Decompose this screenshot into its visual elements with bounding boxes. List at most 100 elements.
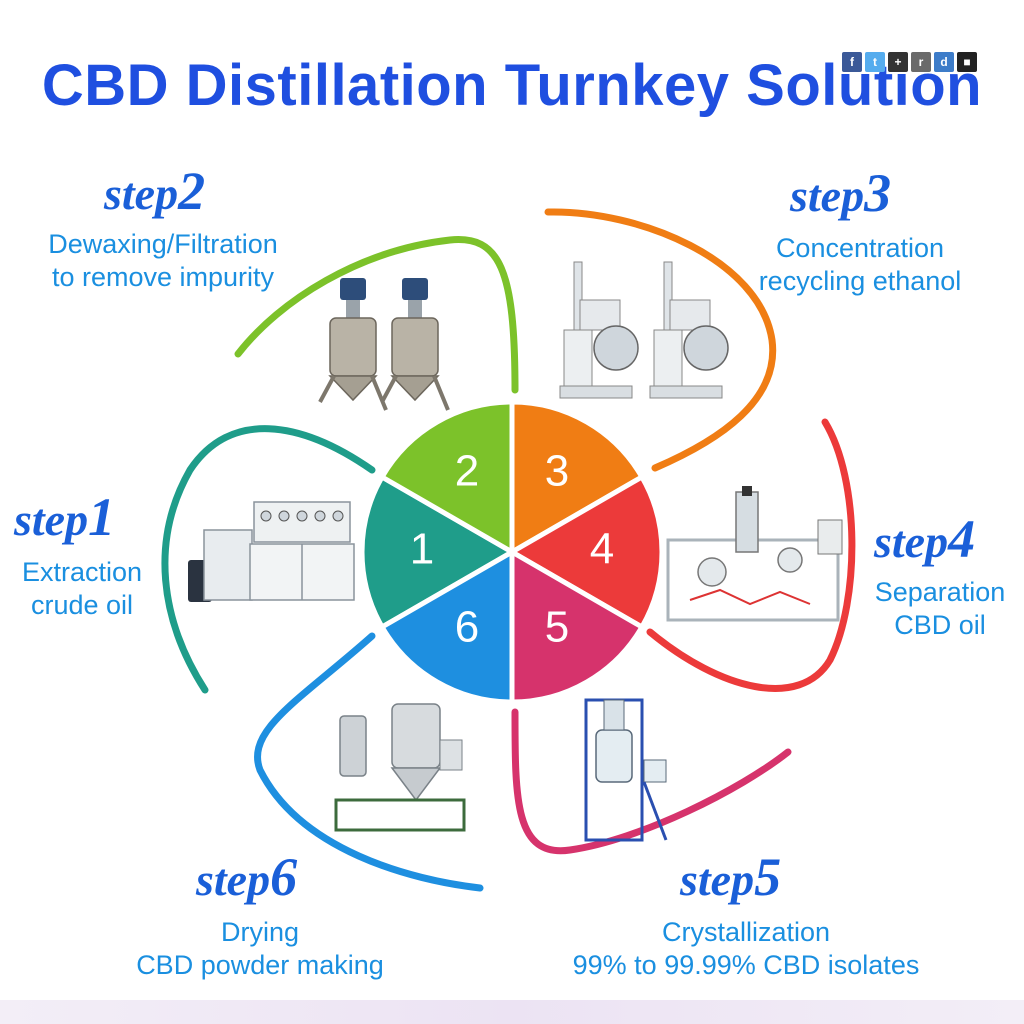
evaporator-flask (593, 325, 639, 371)
evaporator-base (649, 385, 723, 399)
wheel-segment-number-3: 3 (545, 447, 569, 496)
reactor-leg (370, 375, 388, 411)
wheel-segment-2 (378, 399, 515, 557)
step-5-number: 5 (754, 847, 782, 907)
crystallization-condenser (603, 699, 625, 731)
petal-outline-2 (234, 236, 519, 394)
reddit-icon[interactable]: r (911, 52, 931, 72)
spray-dryer (334, 703, 466, 832)
wheel-segment-number-4: 4 (590, 525, 614, 574)
reactor-cone (390, 375, 440, 402)
dryer-chamber (391, 703, 441, 769)
step-6-word: step (196, 854, 271, 905)
distillation-flask (697, 557, 727, 587)
step-4-heading: step4 (874, 508, 975, 570)
step-1-heading: step1 (14, 486, 115, 548)
dryer-cone (390, 767, 442, 802)
wheel-segment-number-1: 1 (410, 525, 434, 574)
wheel-segment-1 (359, 473, 518, 631)
wheel-segment-4 (506, 473, 665, 631)
reactor-leg (318, 375, 336, 403)
petal-outline-1 (161, 425, 376, 694)
delicious-icon[interactable]: ■ (957, 52, 977, 72)
dryer-frame (334, 798, 466, 832)
reactor-leg (380, 375, 398, 403)
distillation-controller (817, 519, 843, 555)
step-4-line-1: Separation (874, 577, 1006, 607)
google-plus-icon[interactable]: + (888, 52, 908, 72)
step-5-word: step (680, 854, 755, 905)
step-1-number: 1 (88, 487, 116, 547)
evaporator-head (579, 299, 621, 331)
step-4-word: step (874, 516, 949, 567)
petal-outline-5 (511, 708, 792, 855)
rotary-evaporator (559, 261, 729, 399)
step-4-description: Separation CBD oil (858, 576, 1022, 642)
step-6-line-1: Drying (220, 917, 300, 947)
evaporator-head (669, 299, 711, 331)
extraction-chiller (203, 529, 253, 601)
crystallization-reactor (584, 698, 668, 842)
crystallization-vessel (595, 729, 633, 783)
step-5-description: Crystallization 99% to 99.99% CBD isolat… (530, 916, 962, 982)
dryer-control-box (439, 739, 463, 771)
wheel-segment-3 (509, 399, 646, 557)
step-2-heading: step2 (104, 160, 205, 222)
reactor-motor (402, 278, 428, 300)
wheel-segment-5 (509, 547, 646, 705)
step-6-line-2: CBD powder making (136, 950, 384, 980)
wheel-segment-number-6: 6 (455, 603, 479, 652)
step-5-heading: step5 (680, 846, 781, 908)
step-1-line-1: Extraction (21, 557, 143, 587)
reactor-shaft (408, 300, 422, 318)
petal-outline-3 (544, 208, 777, 472)
step-6-heading: step6 (196, 846, 297, 908)
reactor-vessel (329, 317, 377, 377)
machine-illustrations (188, 261, 843, 842)
step-5-line-1: Crystallization (661, 917, 831, 947)
step-2-line-1: Dewaxing/Filtration (48, 229, 278, 259)
distillation-flask (777, 547, 803, 573)
digg-icon[interactable]: d (934, 52, 954, 72)
extraction-panel (253, 501, 351, 543)
extraction-gauge (260, 510, 272, 522)
step-2-word: step (104, 168, 179, 219)
facebook-icon[interactable]: f (842, 52, 862, 72)
step-1-line-2: crude oil (30, 590, 134, 620)
extraction-gauge (332, 510, 344, 522)
step-3-description: Concentration recycling ethanol (730, 232, 990, 298)
distillation-column (735, 491, 759, 553)
step-2-number: 2 (178, 161, 206, 221)
step-3-line-1: Concentration (775, 233, 945, 263)
distillation-tubing (689, 588, 811, 606)
step-3-line-2: recycling ethanol (758, 266, 962, 296)
reactor-cone (328, 375, 378, 402)
crystallization-stand (642, 781, 668, 841)
wheel-segment-6 (378, 547, 515, 705)
dryer-cyclone (339, 715, 367, 777)
reactor-shaft (346, 300, 360, 318)
evaporator-column (563, 329, 593, 391)
step-2-line-2: to remove impurity (51, 262, 275, 292)
extraction-gauge (314, 510, 326, 522)
petal-outline-4 (646, 418, 856, 692)
crystallization-receiver (643, 759, 667, 783)
step-3-word: step (790, 170, 865, 221)
step-4-line-2: CBD oil (894, 610, 986, 640)
wheel-segment-number-5: 5 (545, 603, 569, 652)
bottom-band (0, 1000, 1024, 1024)
reactor-vessel (391, 317, 439, 377)
step-1-word: step (14, 494, 89, 545)
extraction-gauge (296, 510, 308, 522)
twitter-icon[interactable]: t (865, 52, 885, 72)
molecular-distillation (666, 486, 843, 622)
distillation-motor (742, 486, 752, 496)
extraction-gauge (278, 510, 290, 522)
step-4-number: 4 (948, 509, 976, 569)
step-2-description: Dewaxing/Filtration to remove impurity (18, 228, 308, 294)
step-6-description: Drying CBD powder making (104, 916, 416, 982)
evaporator-flask (683, 325, 729, 371)
wheel-segments (359, 399, 665, 705)
